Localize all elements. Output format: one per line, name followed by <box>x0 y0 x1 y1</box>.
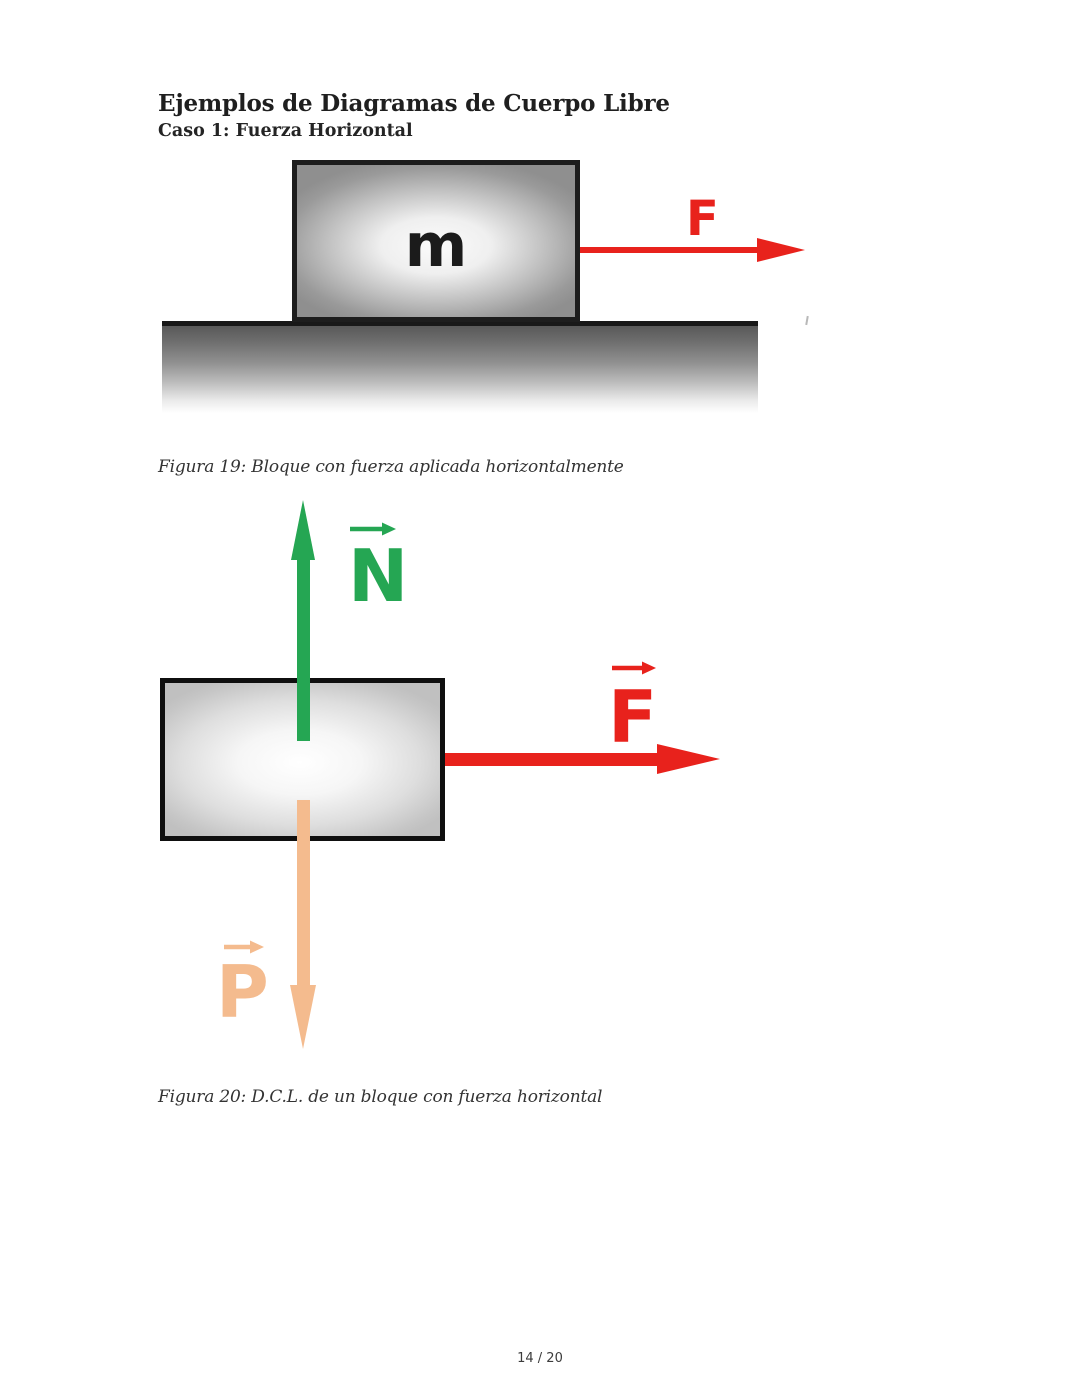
page-title: Ejemplos de Diagramas de Cuerpo Libre <box>158 90 670 117</box>
applied-force-label: F <box>608 675 658 759</box>
weight-vector-hat-icon <box>224 940 264 954</box>
normal-vector-hat-icon <box>350 522 396 536</box>
normal-arrow-icon <box>291 500 315 741</box>
page-number: 14 / 20 <box>517 1351 563 1366</box>
force-arrow-layer <box>580 238 805 262</box>
weight-arrow-icon <box>290 800 316 1049</box>
force-vector-hat-icon <box>612 661 656 675</box>
ground-surface <box>162 321 758 413</box>
mass-block: m <box>292 160 580 322</box>
applied-force-arrow-icon <box>445 744 720 774</box>
figure2-caption: Figura 20: D.C.L. de un bloque con fuerz… <box>158 1087 603 1107</box>
normal-force-label: N <box>348 534 409 618</box>
figure-block-on-ground: m F <box>158 155 828 425</box>
force-label: F <box>686 191 719 247</box>
figure-free-body-diagram: N F P <box>158 498 743 1058</box>
force-arrow-icon <box>580 238 805 262</box>
fbd-arrow-layer <box>224 500 720 1049</box>
figure1-caption: Figura 19: Bloque con fuerza aplicada ho… <box>158 457 624 477</box>
section-subtitle: Caso 1: Fuerza Horizontal <box>158 121 413 141</box>
weight-force-label: P <box>216 950 269 1034</box>
mass-label: m <box>404 210 468 281</box>
